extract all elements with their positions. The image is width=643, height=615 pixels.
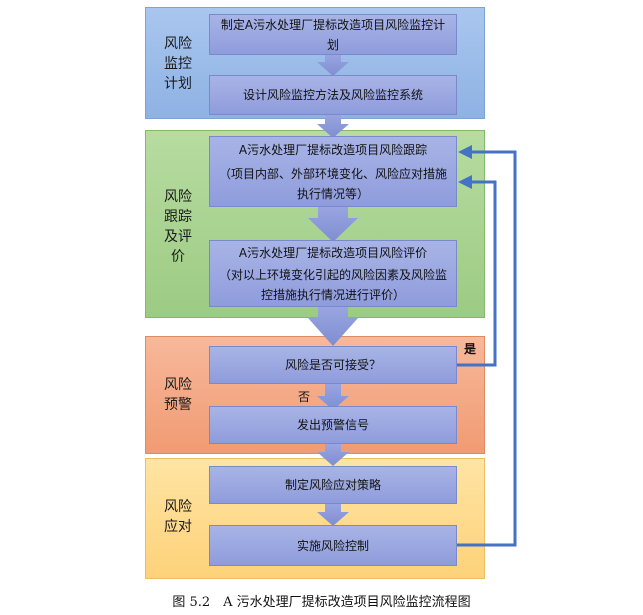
arrow-accept-to-signal — [317, 383, 349, 410]
feedback-line-implement — [457, 150, 517, 547]
section-label-response: 风险 应对 — [164, 499, 192, 535]
decision-acceptable-text: 风险是否可接受？ — [284, 358, 381, 372]
figure-caption: 图 5.2 A 污水处理厂提标改造项目风险监控流程图 — [172, 595, 471, 610]
step-evaluation-box: A污水处理厂提标改造项目风险评价 （对以上环境变化引起的风险因素及风险监控措施执… — [209, 240, 457, 307]
feedback-arrowhead-implement — [458, 145, 472, 159]
arrow-signal-to-strategy — [317, 444, 349, 466]
step-design-text: 设计风险监控方法及风险监控系统 — [242, 88, 423, 102]
arrow-eval-to-accept — [308, 306, 358, 346]
section-label-monitoring-plan: 风险 监控 计划 — [164, 36, 192, 92]
step-implement-box: 实施风险控制 — [209, 525, 457, 566]
arrow-plan-to-design — [317, 54, 349, 76]
decision-acceptable-box: 风险是否可接受？ — [209, 346, 457, 384]
arrow-strategy-to-implement — [317, 503, 349, 526]
section-label-tracking: 风险 跟踪 及评 价 — [164, 189, 192, 265]
step-signal-text: 发出预警信号 — [296, 418, 369, 432]
step-evaluation-detail: （对以上环境变化引起的风险因素及风险监控措施执行情况进行评价） — [218, 267, 447, 302]
branch-label-yes: 是 — [464, 342, 477, 356]
step-signal-box: 发出预警信号 — [209, 406, 457, 444]
step-tracking-box: A污水处理厂提标改造项目风险跟踪 （项目内部、外部环境变化、风险应对措施执行情况… — [209, 136, 457, 207]
feedback-line-yes — [457, 180, 497, 367]
feedback-arrowhead-yes — [458, 175, 472, 189]
step-design-box: 设计风险监控方法及风险监控系统 — [209, 75, 457, 115]
step-implement-text: 实施风险控制 — [296, 538, 369, 553]
branch-label-no: 否 — [298, 390, 311, 404]
step-evaluation-title: A污水处理厂提标改造项目风险评价 — [238, 245, 428, 260]
step-plan-box: 制定A污水处理厂提标改造项目风险监控计划 — [209, 14, 457, 55]
step-strategy-text: 制定风险应对策略 — [284, 478, 381, 492]
arrow-design-to-track — [317, 114, 349, 138]
step-plan-text: 制定A污水处理厂提标改造项目风险监控计划 — [220, 17, 446, 52]
step-strategy-box: 制定风险应对策略 — [209, 466, 457, 504]
section-label-warning: 风险 预警 — [164, 377, 192, 413]
step-tracking-detail: （项目内部、外部环境变化、风险应对措施执行情况等） — [218, 166, 447, 201]
step-tracking-title: A污水处理厂提标改造项目风险跟踪 — [238, 142, 428, 157]
arrow-track-to-eval — [308, 206, 358, 242]
